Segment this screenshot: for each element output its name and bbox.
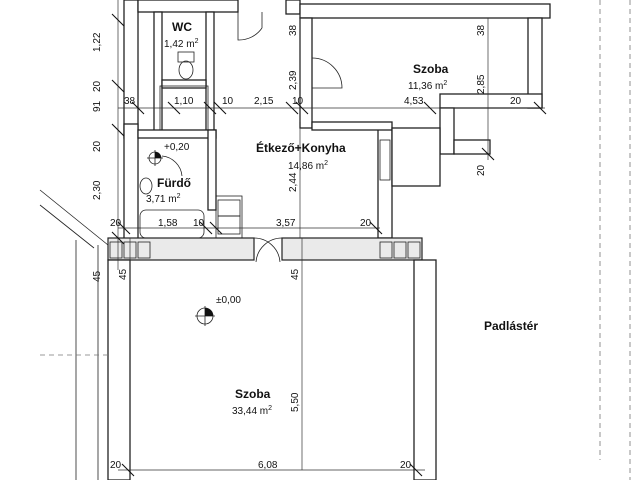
room-area-furdo: 3,71 m2 bbox=[146, 193, 181, 205]
room-area-szoba-top: 11,36 m2 bbox=[408, 80, 447, 92]
level-furdo: +0,20 bbox=[164, 142, 190, 153]
dim-left-3: 20 bbox=[92, 140, 103, 152]
dim-row2-4: 20 bbox=[360, 218, 372, 229]
dim-row1-2: 10 bbox=[222, 96, 234, 107]
dim-v-room-r3: 20 bbox=[476, 164, 487, 176]
room-area-konyha: 14,86 m2 bbox=[288, 160, 328, 172]
room-area-wc: 1,42 m2 bbox=[164, 38, 199, 50]
dim-row2-3: 3,57 bbox=[276, 218, 296, 229]
dim-row1-5: 4,53 bbox=[404, 96, 424, 107]
dim-v-room-r2: 2,85 bbox=[476, 74, 487, 94]
bathtub-icon bbox=[139, 177, 205, 239]
chimney-icon bbox=[379, 139, 391, 181]
walls bbox=[107, 0, 551, 480]
level-marker-icon bbox=[147, 150, 215, 326]
dim-row1-0: 38 bbox=[124, 96, 136, 107]
dim-left-4: 2,30 bbox=[92, 180, 103, 200]
dim-bottom-0: 20 bbox=[110, 460, 122, 471]
dim-row1-4: 10 bbox=[292, 96, 304, 107]
roof-lines bbox=[39, 0, 631, 480]
room-name-szoba-main: Szoba bbox=[235, 387, 271, 401]
door-swing-icon bbox=[161, 12, 343, 263]
room-name-furdo: Fürdő bbox=[157, 176, 191, 190]
dim-row1-1: 1,10 bbox=[174, 96, 194, 107]
dimension-lines bbox=[111, 0, 547, 477]
dim-v-main-h: 5,50 bbox=[290, 392, 301, 412]
dim-v-room-r: 38 bbox=[476, 24, 487, 36]
dim-left-1: 20 bbox=[92, 80, 103, 92]
dim-v-main-mid: 45 bbox=[290, 268, 301, 280]
dim-v-wc: 38 bbox=[288, 24, 299, 36]
dim-left-5: 45 bbox=[92, 270, 103, 282]
toilet-icon bbox=[177, 51, 195, 80]
dim-row1-6: 20 bbox=[510, 96, 522, 107]
dim-v-main-left: 45 bbox=[118, 268, 129, 280]
dim-bottom-2: 20 bbox=[400, 460, 412, 471]
dim-row2-1: 1,58 bbox=[158, 218, 178, 229]
dim-v-kitchen: 2,44 bbox=[288, 172, 299, 192]
room-name-padlaster: Padlástér bbox=[484, 319, 538, 333]
sink-icon bbox=[217, 199, 241, 235]
room-name-konyha: Étkező+Konyha bbox=[256, 140, 346, 155]
dim-row2-0: 20 bbox=[110, 218, 122, 229]
dim-left-0: 1,22 bbox=[92, 32, 103, 52]
room-name-wc: WC bbox=[172, 20, 192, 34]
dim-row1-3: 2,15 bbox=[254, 96, 274, 107]
dim-bottom-1: 6,08 bbox=[258, 460, 278, 471]
dim-row2-2: 10 bbox=[193, 218, 205, 229]
level-main: ±0,00 bbox=[216, 295, 241, 306]
dim-left-2: 91 bbox=[92, 100, 103, 112]
dim-v-corr: 2,39 bbox=[288, 70, 299, 90]
room-name-szoba-top: Szoba bbox=[413, 62, 449, 76]
room-area-szoba-main: 33,44 m2 bbox=[232, 405, 272, 417]
